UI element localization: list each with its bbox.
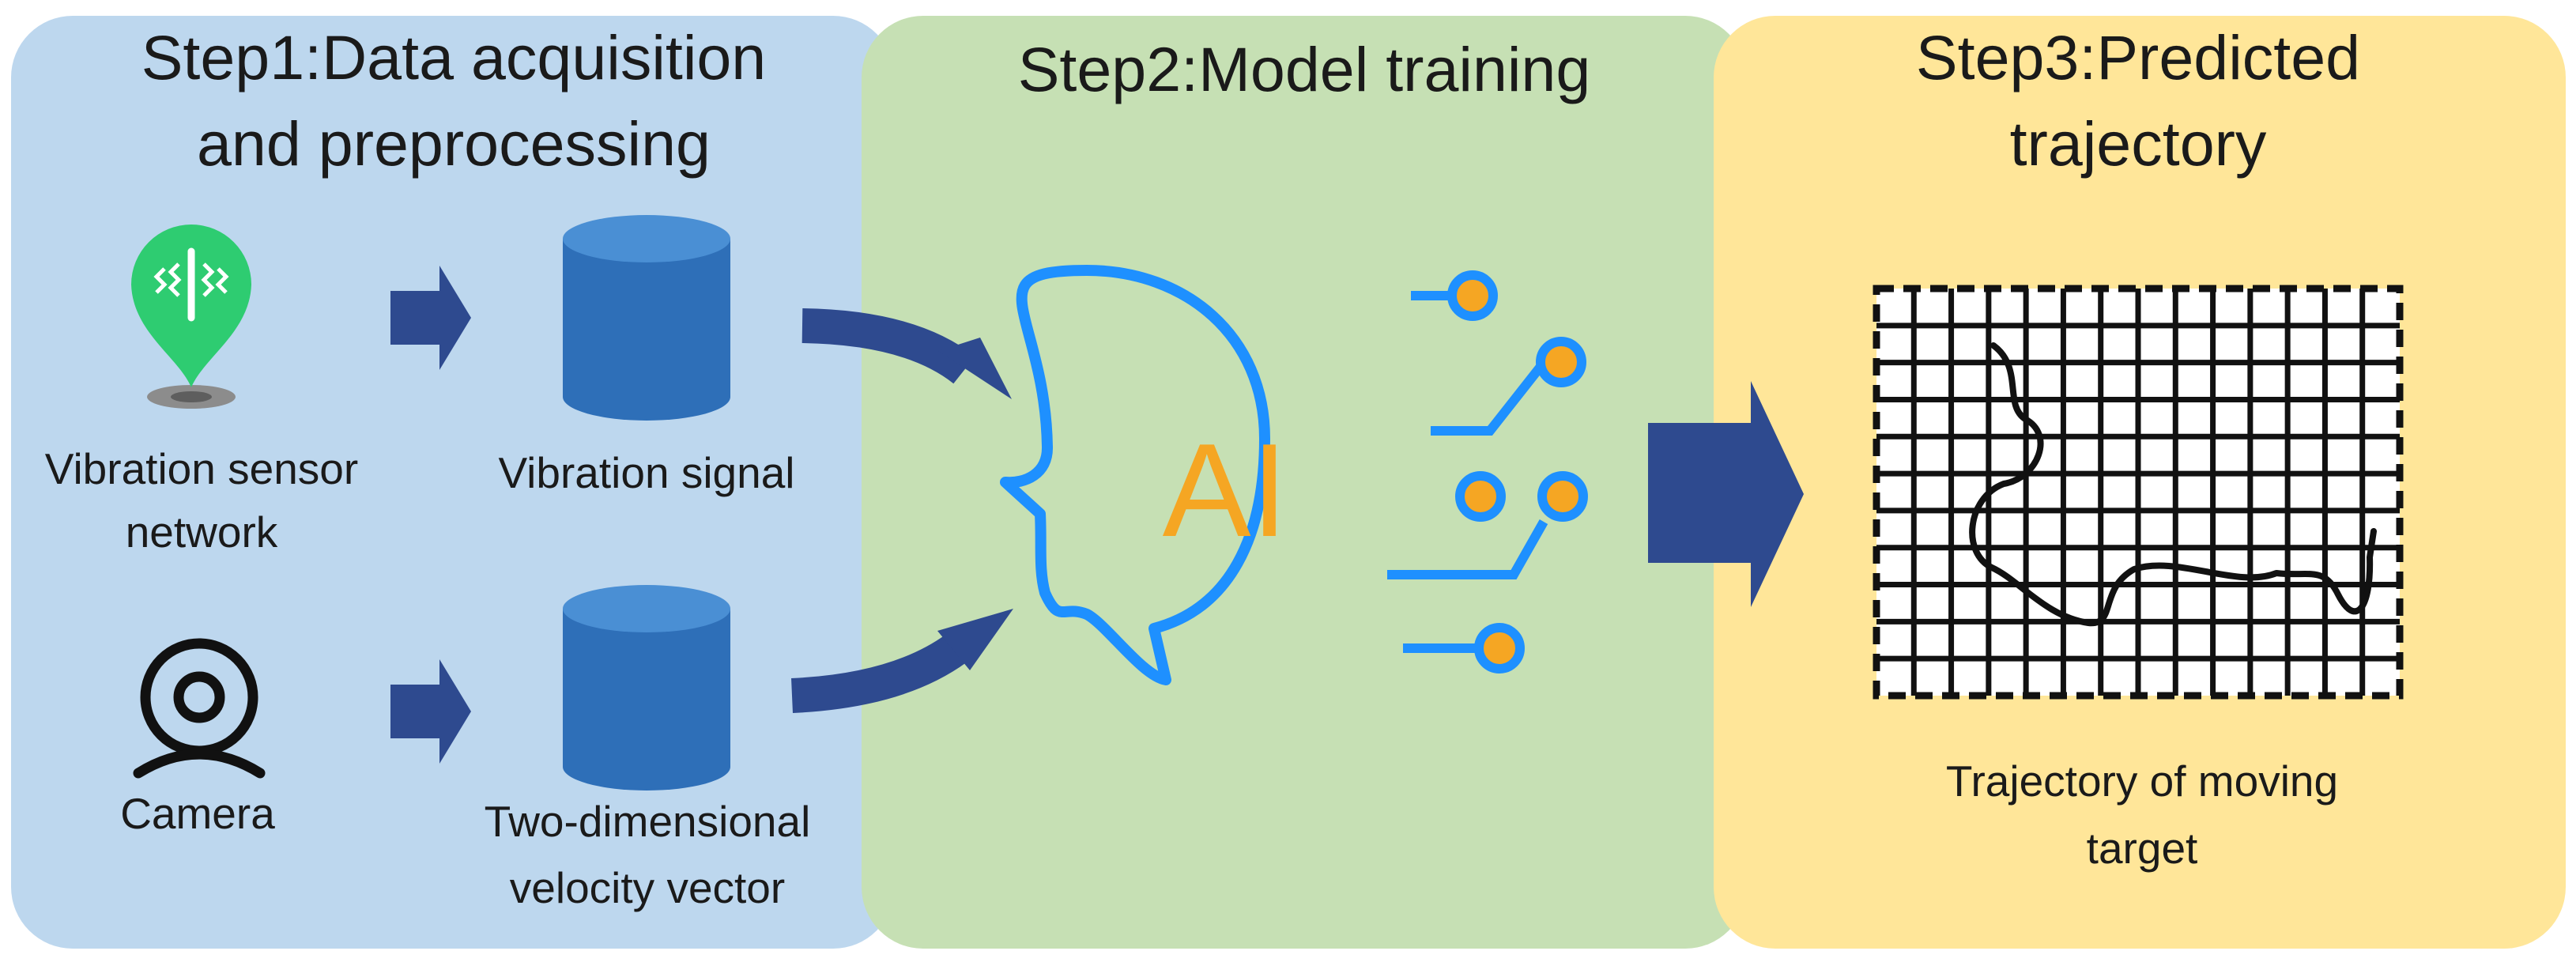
arrow-camera-to-vector [390, 659, 471, 764]
trajectory-path [1969, 342, 2377, 627]
step1-panel [11, 16, 895, 949]
ai-head-icon [1000, 265, 1270, 685]
velocity-vector-database-icon [563, 585, 730, 791]
vibration-signal-database-icon [563, 215, 730, 421]
sensor-label-line2: network [125, 508, 278, 557]
circuit-nodes-icon [1387, 270, 1588, 674]
ai-text: AI [1162, 416, 1288, 564]
trajectory-grid [1873, 285, 2404, 700]
vibration-sensor-icon [131, 225, 251, 409]
vector-label-line1: Two-dimensional [484, 797, 811, 846]
camera-icon [133, 638, 266, 779]
vector-label-line2: velocity vector [509, 863, 786, 912]
trajectory-label-line2: target [2086, 824, 2198, 873]
curved-arrow-vector-to-ai [790, 609, 1013, 713]
step1-title-line2: and preprocessing [197, 108, 711, 179]
signal-label: Vibration signal [498, 448, 795, 497]
step3-title-line1: Step3:Predicted [1915, 22, 2361, 92]
step3-title-line2: trajectory [2009, 108, 2267, 179]
curved-arrow-signal-to-ai [801, 308, 1012, 399]
arrow-to-prediction [1648, 381, 1804, 607]
arrow-sensor-to-signal [390, 266, 471, 370]
camera-label: Camera [120, 789, 275, 838]
step1-title-line1: Step1:Data acquisition [141, 22, 767, 92]
trajectory-label-line1: Trajectory of moving [1945, 757, 2339, 806]
sensor-label-line1: Vibration sensor [44, 444, 359, 493]
step2-title: Step2:Model training [1017, 34, 1591, 104]
